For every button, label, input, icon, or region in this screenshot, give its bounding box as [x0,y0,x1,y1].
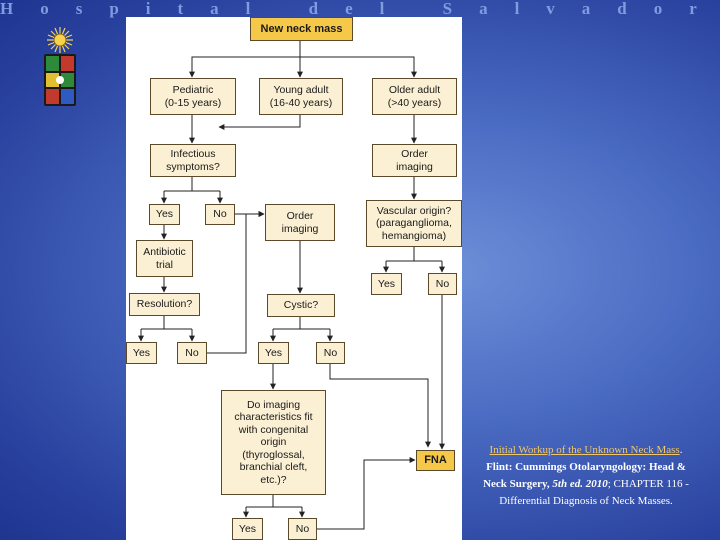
node-resolution-yes: Yes [126,342,157,364]
node-congenital-no: No [288,518,317,540]
node-infectious-no: No [205,204,235,225]
node-pediatric: Pediatric (0-15 years) [150,78,236,115]
citation-author: Flint: Cummings Otolaryngology: Head & N… [483,461,686,490]
flowchart-edges [138,41,445,530]
node-cystic: Cystic? [267,294,335,317]
flowchart-panel: New neck mass Pediatric (0-15 years) You… [126,17,462,540]
node-young-adult: Young adult (16-40 years) [259,78,343,115]
node-congenital-yes: Yes [232,518,263,540]
node-vascular-no: No [428,273,457,295]
node-antibiotic-trial: Antibiotic trial [136,240,193,277]
node-fna: FNA [416,450,455,471]
node-new-neck-mass: New neck mass [250,17,353,41]
university-crest-icon [36,26,84,110]
citation-chapter: ; CHAPTER 116 - Differential Diagnosis o… [499,478,689,507]
node-cystic-no: No [316,342,345,364]
node-vascular-origin: Vascular origin? (paraganglioma, hemangi… [366,200,462,247]
node-cystic-yes: Yes [258,342,289,364]
citation-separator: . [679,444,683,456]
node-order-imaging: Order imaging [265,204,335,241]
node-congenital-origin: Do imaging characteristics fit with cong… [221,390,326,495]
node-older-adult: Older adult (>40 years) [372,78,457,115]
node-infectious-symptoms: Infectious symptoms? [150,144,236,177]
citation-link[interactable]: Initial Workup of the Unknown Neck Mass [489,444,680,456]
citation-text: Initial Workup of the Unknown Neck Mass.… [480,442,692,510]
node-vascular-yes: Yes [371,273,402,295]
hospital-title: Hospital del Salvador [0,0,720,18]
node-resolution: Resolution? [129,293,200,316]
node-resolution-no: No [177,342,207,364]
node-infectious-yes: Yes [149,204,180,225]
citation-edition: 5th ed. 2010 [552,478,608,490]
node-order-imaging-older: Order imaging [372,144,457,177]
